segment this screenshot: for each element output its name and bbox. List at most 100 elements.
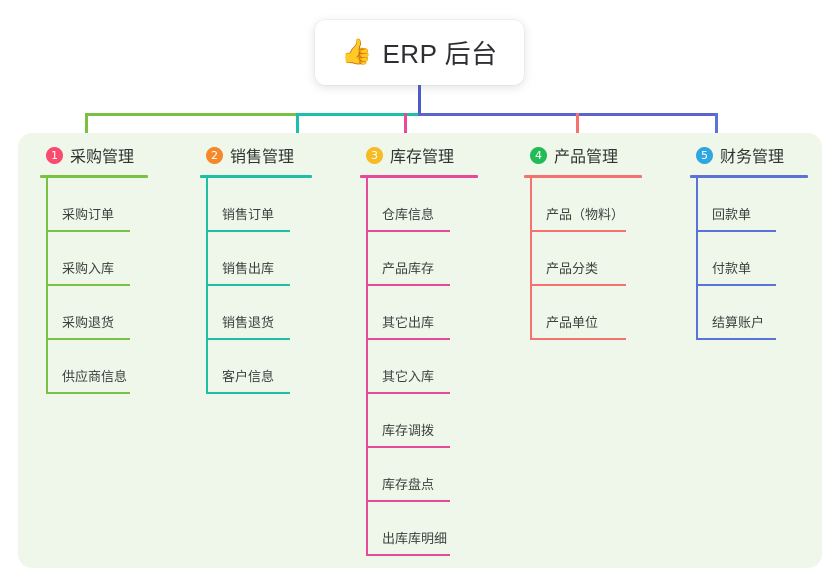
leaf-item-label: 产品库存 [382, 261, 435, 276]
leaf-item[interactable]: 销售订单 [200, 178, 312, 232]
leaf-item-underline [206, 392, 290, 394]
column-title: 产品管理 [554, 149, 619, 166]
leaf-item[interactable]: 采购订单 [40, 178, 148, 232]
leaf-item-underline [696, 230, 776, 232]
leaf-item[interactable]: 销售退货 [200, 286, 312, 340]
leaf-item-underline [46, 392, 130, 394]
leaf-item-label: 客户信息 [222, 369, 275, 384]
leaf-item-underline [696, 338, 776, 340]
column-number-badge: 1 [46, 146, 63, 164]
connector-root-stem [418, 85, 421, 115]
leaf-item-underline [696, 284, 776, 286]
leaf-item-label: 采购退货 [62, 315, 115, 330]
leaf-item[interactable]: 付款单 [690, 232, 808, 286]
leaf-item-label: 回款单 [712, 207, 752, 222]
leaf-item[interactable]: 其它出库 [360, 286, 478, 340]
leaf-item-underline [206, 284, 290, 286]
leaf-item-underline [530, 230, 626, 232]
column-header-产品管理[interactable]: 4 产品管理 [524, 143, 642, 167]
column-header-underline [690, 175, 808, 178]
root-node-label: ERP 后台 [382, 39, 498, 69]
column-header-销售管理[interactable]: 2 销售管理 [200, 143, 312, 167]
leaf-item-underline [366, 554, 450, 556]
leaf-item[interactable]: 产品库存 [360, 232, 478, 286]
leaf-item-label: 采购订单 [62, 207, 115, 222]
leaf-item-label: 供应商信息 [62, 369, 128, 384]
leaf-item-label: 产品单位 [546, 315, 599, 330]
column-title: 采购管理 [70, 149, 135, 166]
leaf-item[interactable]: 产品（物料） [524, 178, 642, 232]
column-header-underline [360, 175, 478, 178]
column-title: 库存管理 [390, 149, 455, 166]
leaf-item[interactable]: 仓库信息 [360, 178, 478, 232]
leaf-item-label: 结算账户 [712, 315, 765, 330]
leaf-item-label: 库存调拨 [382, 423, 435, 438]
column-items: 产品（物料） 产品分类产品单位 [524, 178, 642, 340]
leaf-item-label: 产品（物料） [546, 207, 625, 222]
leaf-item-underline [366, 392, 450, 394]
connector-drop-col-1 [85, 113, 88, 148]
leaf-item-underline [46, 338, 130, 340]
leaf-item[interactable]: 其它入库 [360, 340, 478, 394]
column-spine [696, 178, 698, 340]
leaf-item-label: 仓库信息 [382, 207, 435, 222]
thumbs-up-icon: 👍 [341, 38, 373, 66]
leaf-item-label: 采购入库 [62, 261, 115, 276]
column-items: 销售订单销售出库销售退货客户信息 [200, 178, 312, 394]
column-items: 回款单付款单结算账户 [690, 178, 808, 340]
leaf-item-label: 出库库明细 [382, 531, 448, 546]
leaf-item-underline [366, 500, 450, 502]
column-title: 销售管理 [230, 149, 295, 166]
connector-drop-col-4 [576, 113, 579, 148]
leaf-item[interactable]: 产品单位 [524, 286, 642, 340]
column-header-underline [200, 175, 312, 178]
root-node-card[interactable]: 👍 ERP 后台 [315, 20, 524, 85]
leaf-item[interactable]: 出库库明细 [360, 502, 478, 556]
diagram-panel [18, 133, 822, 568]
leaf-item[interactable]: 销售出库 [200, 232, 312, 286]
leaf-item[interactable]: 采购退货 [40, 286, 148, 340]
leaf-item[interactable]: 客户信息 [200, 340, 312, 394]
column-spine [46, 178, 48, 394]
column-header-underline [524, 175, 642, 178]
leaf-item-label: 产品分类 [546, 261, 599, 276]
leaf-item[interactable]: 产品分类 [524, 232, 642, 286]
column-产品管理: 4 产品管理产品（物料） 产品分类产品单位 [524, 143, 642, 340]
leaf-item[interactable]: 库存调拨 [360, 394, 478, 448]
root-node-content: 👍 ERP 后台 [341, 34, 497, 71]
leaf-item-underline [366, 338, 450, 340]
leaf-item-underline [46, 230, 130, 232]
leaf-item-label: 库存盘点 [382, 477, 435, 492]
column-number-badge: 4 [530, 146, 547, 164]
column-spine [366, 178, 368, 556]
connector-drop-col-5 [715, 113, 718, 148]
connector-bar-teal [298, 113, 418, 116]
connector-bar-green [85, 113, 298, 116]
leaf-item-label: 其它出库 [382, 315, 435, 330]
leaf-item[interactable]: 结算账户 [690, 286, 808, 340]
leaf-item-underline [366, 446, 450, 448]
leaf-item-underline [530, 284, 626, 286]
column-采购管理: 1 采购管理采购订单采购入库采购退货供应商信息 [40, 143, 148, 394]
column-header-采购管理[interactable]: 1 采购管理 [40, 143, 148, 167]
column-number-badge: 2 [206, 146, 223, 164]
leaf-item[interactable]: 采购入库 [40, 232, 148, 286]
leaf-item[interactable]: 供应商信息 [40, 340, 148, 394]
column-items: 采购订单采购入库采购退货供应商信息 [40, 178, 148, 394]
leaf-item[interactable]: 库存盘点 [360, 448, 478, 502]
column-spine [206, 178, 208, 394]
leaf-item[interactable]: 回款单 [690, 178, 808, 232]
column-header-underline [40, 175, 148, 178]
column-销售管理: 2 销售管理销售订单销售出库销售退货客户信息 [200, 143, 312, 394]
leaf-item-underline [206, 230, 290, 232]
leaf-item-underline [366, 230, 450, 232]
leaf-item-label: 付款单 [712, 261, 752, 276]
leaf-item-label: 销售出库 [222, 261, 275, 276]
leaf-item-label: 其它入库 [382, 369, 435, 384]
leaf-item-label: 销售退货 [222, 315, 275, 330]
column-title: 财务管理 [720, 149, 785, 166]
